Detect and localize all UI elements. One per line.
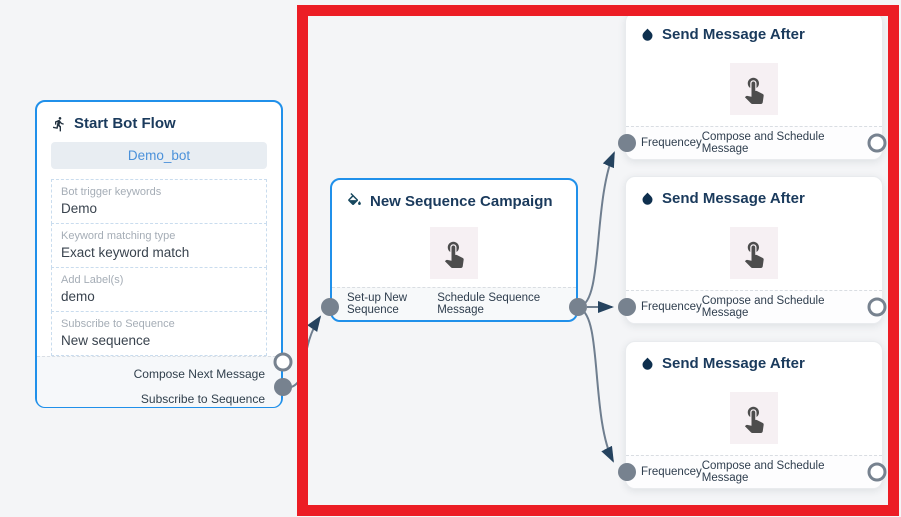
port-label-schedule-sequence-message: Schedule Sequence Message xyxy=(437,292,541,316)
port-label-subscribe-to-sequence: Subscribe to Sequence xyxy=(140,391,265,406)
start-node-title: Start Bot Flow xyxy=(74,115,176,132)
connector-start-to-sequence xyxy=(284,315,322,389)
message-node-footer: Frequencey Compose and Schedule Message xyxy=(626,455,882,488)
port-label-compose-and-schedule-message: Compose and Schedule Message xyxy=(701,460,825,484)
connector-sequence-to-message-3 xyxy=(579,308,614,463)
new-sequence-campaign-node[interactable]: New Sequence Campaign Set-up New Sequenc… xyxy=(330,178,578,322)
input-port-frequencey-2[interactable] xyxy=(618,298,636,316)
port-label-setup-new-sequence: Set-up New Sequence xyxy=(347,292,408,316)
field-label: Subscribe to Sequence xyxy=(61,317,175,330)
message-node-header: Send Message After xyxy=(626,177,882,215)
water-drop-icon xyxy=(642,357,653,370)
message-node-header: Send Message After xyxy=(626,13,882,51)
field-value: demo xyxy=(61,288,95,304)
output-port-subscribe-to-sequence[interactable] xyxy=(274,378,292,396)
field-label: Bot trigger keywords xyxy=(61,186,162,198)
message-node-body xyxy=(626,380,882,455)
message-node-header: Send Message After xyxy=(626,342,882,380)
field-value: Demo xyxy=(61,201,98,217)
port-label-frequencey: Frequencey xyxy=(641,466,702,478)
message-node-body xyxy=(626,215,882,290)
port-label-compose-and-schedule-message: Compose and Schedule Message xyxy=(701,131,825,155)
tap-gesture-icon[interactable] xyxy=(730,391,778,444)
message-node-title: Send Message After xyxy=(662,26,805,43)
output-port-compose-and-schedule-message-3[interactable] xyxy=(867,462,887,482)
connector-sequence-to-message-1 xyxy=(579,151,615,307)
start-node-footer: Compose Next Message Subscribe to Sequen… xyxy=(37,355,281,407)
send-message-after-node-2[interactable]: Send Message After Frequencey Compose an… xyxy=(625,176,883,324)
sequence-node-footer: Set-up New Sequence Schedule Sequence Me… xyxy=(332,287,576,320)
start-node-fields: Bot trigger keywords Demo Keyword matchi… xyxy=(51,179,267,356)
field-label: Add Label(s) xyxy=(61,273,124,286)
field-value: Exact keyword match xyxy=(61,244,190,260)
input-port-setup-new-sequence[interactable] xyxy=(321,298,339,316)
output-port-compose-next-message[interactable] xyxy=(273,352,293,372)
input-port-frequencey-3[interactable] xyxy=(618,463,636,481)
send-message-after-node-1[interactable]: Send Message After Frequencey Compose an… xyxy=(625,12,883,160)
water-drop-icon xyxy=(642,192,653,205)
message-node-body xyxy=(626,51,882,126)
message-node-title: Send Message After xyxy=(662,190,805,207)
output-port-compose-and-schedule-message-1[interactable] xyxy=(867,133,887,153)
field-keyword-matching-type[interactable]: Keyword matching type Exact keyword matc… xyxy=(51,222,267,268)
field-add-labels[interactable]: Add Label(s) demo xyxy=(51,266,267,312)
runner-icon xyxy=(52,116,64,131)
field-bot-trigger-keywords[interactable]: Bot trigger keywords Demo xyxy=(51,179,267,224)
message-node-footer: Frequencey Compose and Schedule Message xyxy=(626,126,882,159)
port-label-frequencey: Frequencey xyxy=(641,137,702,149)
start-bot-flow-node[interactable]: Start Bot Flow Demo_bot Bot trigger keyw… xyxy=(35,100,283,408)
sequence-node-header: New Sequence Campaign xyxy=(332,180,576,218)
sequence-node-title: New Sequence Campaign xyxy=(370,193,553,210)
field-value: New sequence xyxy=(61,332,151,348)
output-port-schedule-sequence-message[interactable] xyxy=(569,298,587,316)
output-port-compose-and-schedule-message-2[interactable] xyxy=(867,297,887,317)
message-node-title: Send Message After xyxy=(662,355,805,372)
fill-bucket-icon xyxy=(348,193,361,206)
message-node-footer: Frequencey Compose and Schedule Message xyxy=(626,290,882,323)
sequence-node-body xyxy=(332,218,576,287)
tap-gesture-icon[interactable] xyxy=(430,226,478,279)
tap-gesture-icon[interactable] xyxy=(730,62,778,115)
send-message-after-node-3[interactable]: Send Message After Frequencey Compose an… xyxy=(625,341,883,489)
field-label: Keyword matching type xyxy=(61,229,176,242)
port-label-compose-next-message: Compose Next Message xyxy=(133,366,265,381)
water-drop-icon xyxy=(642,28,653,41)
start-node-header: Start Bot Flow xyxy=(37,102,281,140)
tap-gesture-icon[interactable] xyxy=(730,226,778,279)
field-subscribe-to-sequence[interactable]: Subscribe to Sequence New sequence xyxy=(51,310,267,356)
port-label-compose-and-schedule-message: Compose and Schedule Message xyxy=(701,295,825,319)
bot-name-button[interactable]: Demo_bot xyxy=(51,142,267,169)
port-label-frequencey: Frequencey xyxy=(641,301,702,313)
input-port-frequencey-1[interactable] xyxy=(618,134,636,152)
